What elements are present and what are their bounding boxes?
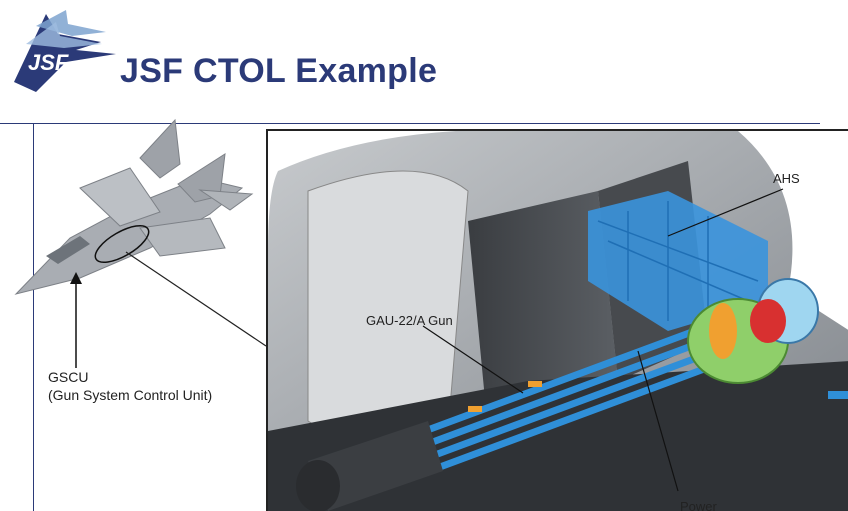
left-margin-rule [33,123,34,511]
slide-title: JSF CTOL Example [120,52,438,90]
jsf-logo: JSF [14,10,116,92]
gscu-label: GSCU (Gun System Control Unit) [48,368,212,404]
gscu-full: (Gun System Control Unit) [48,387,213,403]
zoom-connector-line [125,251,267,347]
gscu-abbr: GSCU [48,369,89,385]
title-divider [0,123,820,124]
gscu-arrow [70,272,82,368]
gun-system-cutaway-image: AHS GAU-22/A Gun Power [266,129,848,511]
gun-label: GAU-22/A Gun [366,313,453,328]
cutaway-render [268,131,848,511]
ahs-label: AHS [773,171,800,186]
aircraft-illustration [14,118,254,295]
power-label: Power [680,499,717,511]
logo-text: JSF [28,50,69,75]
gun-location-ellipse [94,225,150,263]
